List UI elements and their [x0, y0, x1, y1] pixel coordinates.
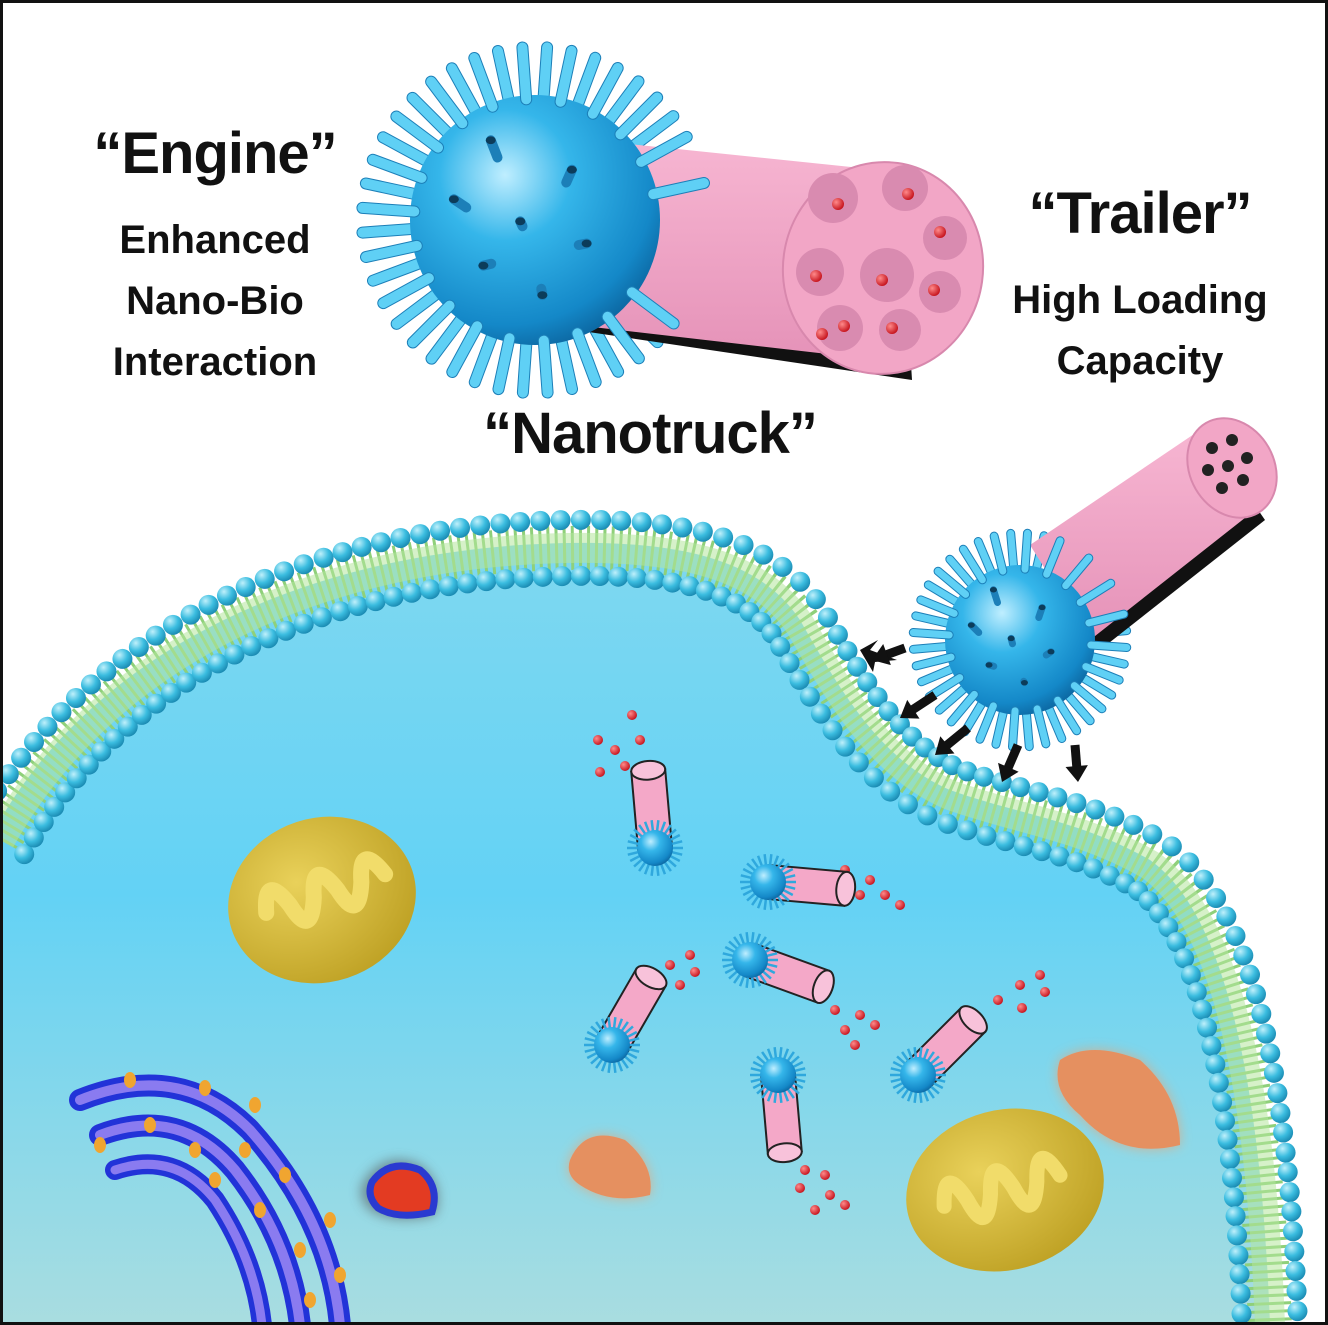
- lysosome: [361, 1160, 438, 1219]
- nanotruck-label: “Nanotruck”: [483, 401, 818, 466]
- vesicles: [568, 1050, 1180, 1199]
- nanotruck-docking: [908, 417, 1278, 752]
- cylinder-pores: [796, 165, 967, 351]
- engine-label: “Engine”: [93, 121, 337, 186]
- trailer-desc-line-2: Capacity: [1056, 339, 1224, 383]
- internalized-nanotrucks: [584, 759, 988, 1164]
- mitochondrion-left: [228, 816, 416, 984]
- engine-desc-line-1: Enhanced: [119, 218, 311, 262]
- engine-desc-line-3: Interaction: [112, 340, 318, 384]
- trailer-label: “Trailer”: [1028, 181, 1252, 246]
- membrane-inner-leaflet: [14, 565, 1252, 1324]
- released-cargo: [593, 710, 1050, 1215]
- golgi-apparatus: [69, 1072, 351, 1325]
- nanotruck-main: [356, 41, 985, 399]
- engine-desc-line-2: Nano-Bio: [126, 279, 304, 323]
- cargo-in-pores: [810, 188, 946, 340]
- trailer-desc-line-1: High Loading: [1012, 278, 1268, 322]
- mitochondrion-right: [906, 1108, 1104, 1272]
- membrane-outer-leaflet: [0, 509, 1308, 1322]
